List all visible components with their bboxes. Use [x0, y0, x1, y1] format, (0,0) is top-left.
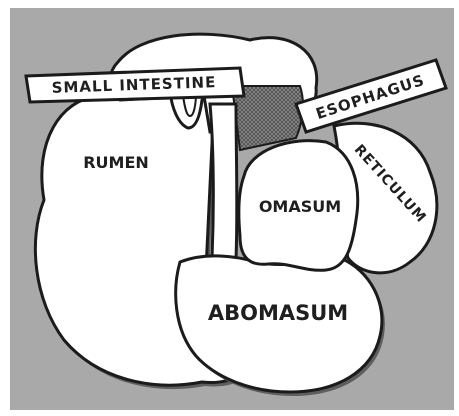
- label-omasum: OMASUM: [259, 197, 341, 216]
- label-abomasum: ABOMASUM: [208, 301, 348, 325]
- label-rumen: RUMEN: [83, 153, 149, 172]
- central-tube: [210, 104, 237, 258]
